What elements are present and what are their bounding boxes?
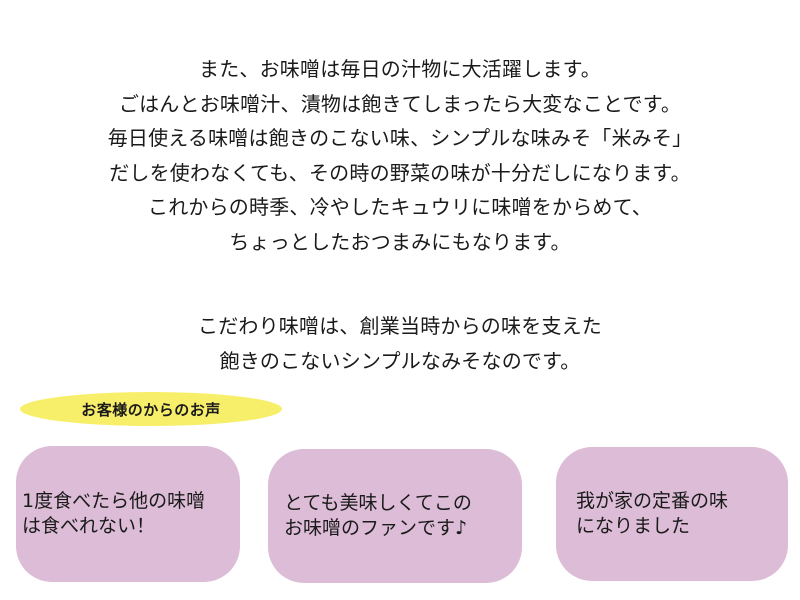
intro-line: 飽きのこないシンプルなみそなのです。 bbox=[219, 348, 581, 373]
customer-comment-text: とても美味しくてこの お味噌のファンです♪ bbox=[284, 492, 472, 539]
intro-line: これからの時季、冷やしたキュウリに味噌をからめて、 bbox=[148, 195, 652, 219]
intro-line: だしを使わなくても、その時の野菜の味が十分だしになります。 bbox=[109, 160, 691, 185]
customer-comment-card: とても美味しくてこの お味噌のファンです♪ bbox=[268, 449, 522, 583]
customer-comment-text: 1度食べたら他の味噌 は食べれない！ bbox=[22, 490, 206, 537]
intro-line: 毎日使える味噌は飽きのこない味、シンプルな味みそ「米みそ」 bbox=[107, 126, 693, 150]
intro-line: また、お味噌は毎日の汁物に大活躍します。 bbox=[199, 57, 601, 81]
intro-line: こだわり味噌は、創業当時からの味を支えた bbox=[198, 314, 602, 338]
customer-comment-card: 1度食べたら他の味噌 は食べれない！ bbox=[16, 446, 240, 582]
intro-line: ちょっとしたおつまみにもなります。 bbox=[229, 229, 571, 254]
intro-line: ごはんとお味噌汁、漬物は飽きてしまったら大変なことです。 bbox=[118, 91, 682, 116]
customer-comment-card: 我が家の定番の味 になりました bbox=[556, 447, 788, 581]
customer-comment-text: 我が家の定番の味 になりました bbox=[576, 490, 729, 537]
intro-text: また、お味噌は毎日の汁物に大活躍します。 ごはんとお味噌汁、漬物は飽きてしまった… bbox=[0, 52, 800, 378]
paragraph-gap bbox=[0, 259, 800, 309]
customer-voices-badge: お客様のからのお声 bbox=[20, 392, 282, 426]
